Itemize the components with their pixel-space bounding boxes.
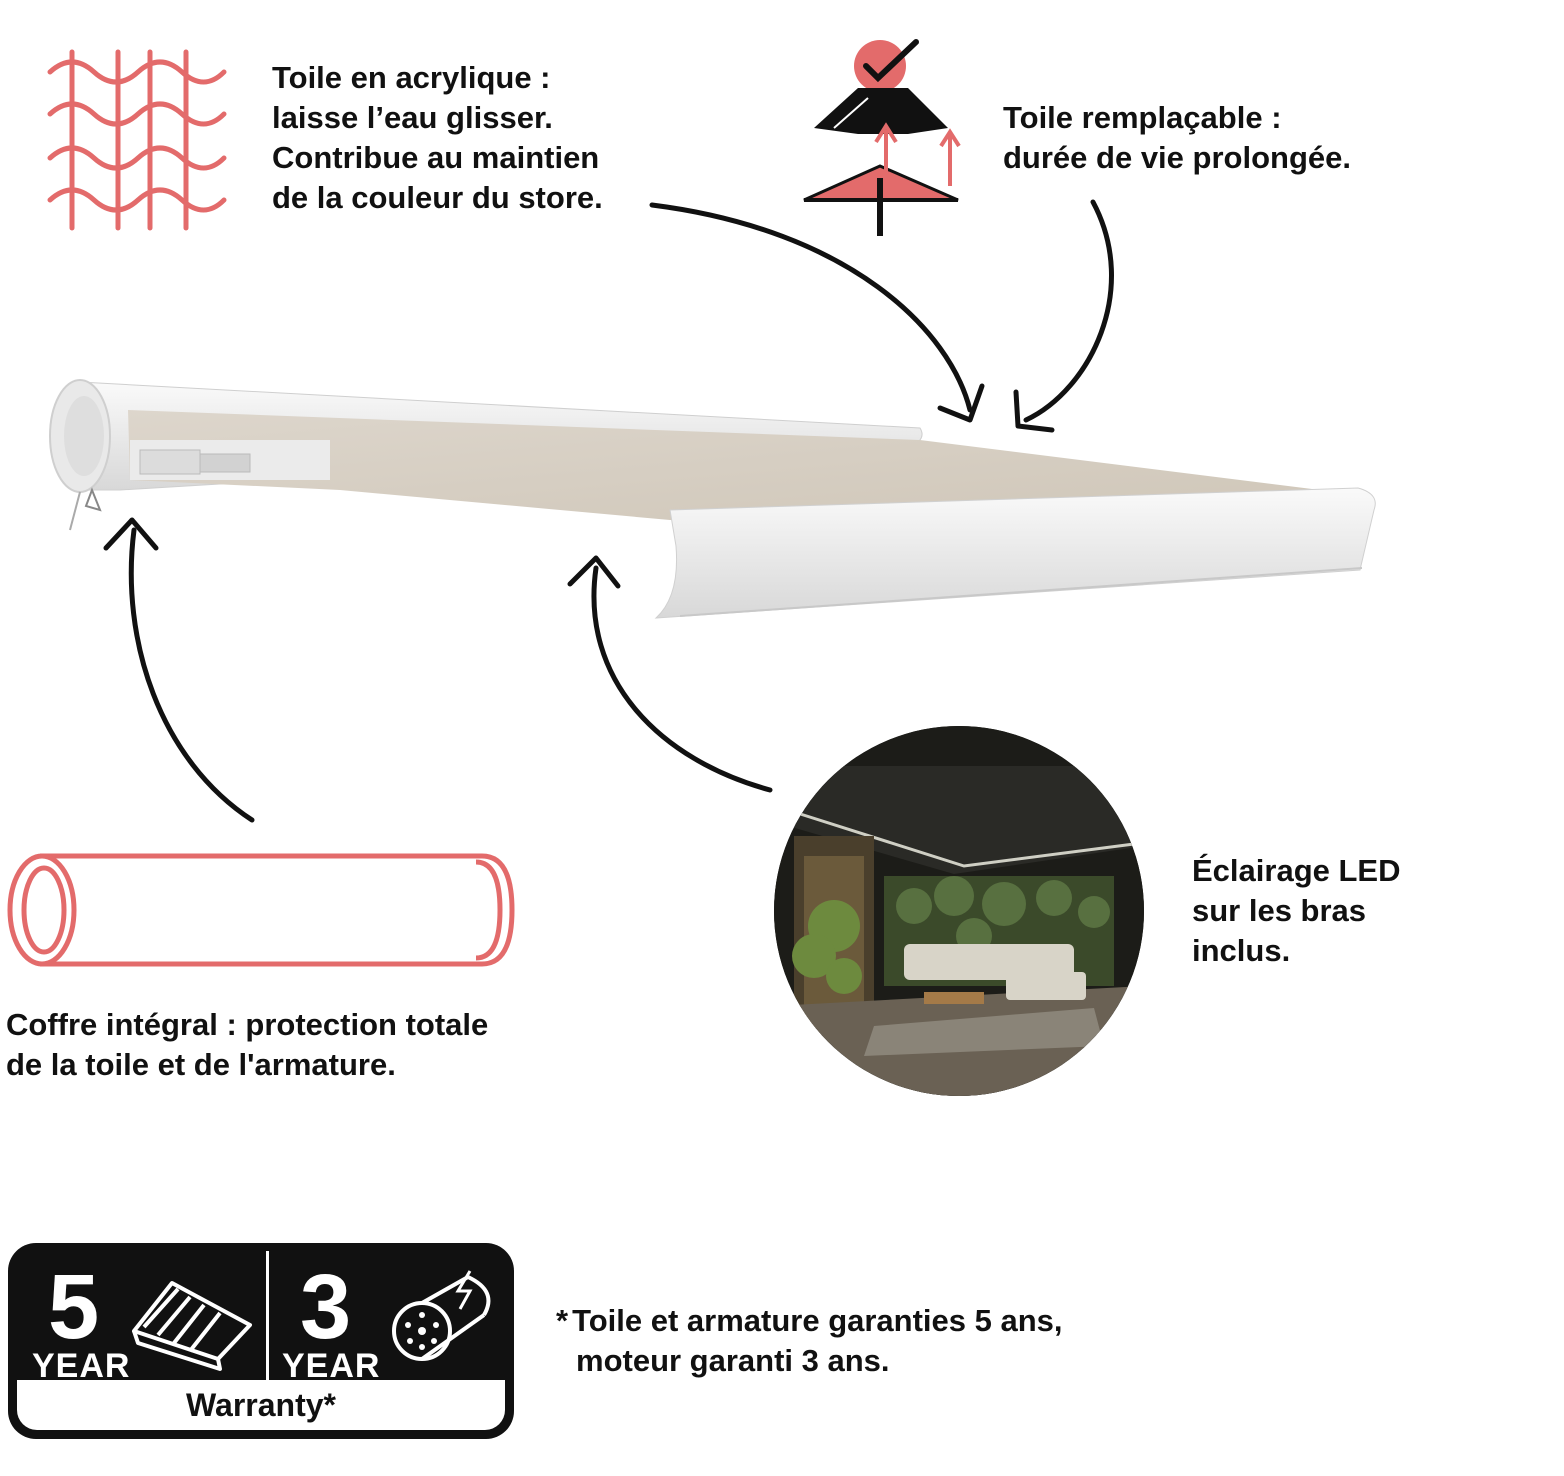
acrylic-line-1: Toile en acrylique : (272, 60, 551, 95)
warranty-left-number: 5 (48, 1256, 100, 1358)
warranty-badge: 5 YEAR 3 YEAR Warranty* (8, 1243, 514, 1439)
warranty-note-text-1: Toile et armature garanties 5 ans, (572, 1303, 1063, 1338)
cassette-line-1: Coffre intégral : protection totale (6, 1007, 489, 1042)
led-line-3: inclus. (1192, 933, 1291, 968)
acrylic-line-3: Contribue au maintien (272, 140, 600, 175)
acrylic-line-2: laisse l’eau glisser. (272, 100, 553, 135)
motor-icon (392, 1270, 491, 1361)
replaceable-line-2: durée de vie prolongée. (1003, 140, 1351, 175)
led-terrace-photo (774, 726, 1144, 1096)
warranty-note-marker: * (556, 1303, 569, 1338)
warranty-right-number: 3 (300, 1256, 352, 1358)
awning-product-image (49, 379, 1376, 619)
warranty-note: *Toile et armature garanties 5 ans, mote… (556, 1301, 1063, 1381)
led-line-1: Éclairage LED (1192, 853, 1401, 888)
full-cassette-icon (7, 853, 515, 967)
fabric-weave-icon (47, 49, 227, 231)
warranty-divider (266, 1251, 269, 1381)
warranty-right-unit: YEAR (282, 1347, 381, 1385)
replaceable-feature-text: Toile remplaçable : durée de vie prolong… (1003, 98, 1351, 178)
warranty-note-line-1: *Toile et armature garanties 5 ans, (556, 1301, 1063, 1341)
led-feature-text: Éclairage LED sur les bras inclus. (1192, 851, 1400, 971)
cassette-feature-text: Coffre intégral : protection totale de l… (6, 1005, 488, 1085)
acrylic-feature-text: Toile en acrylique : laisse l’eau glisse… (272, 58, 603, 218)
warranty-left-unit: YEAR (32, 1347, 131, 1385)
replaceable-line-1: Toile remplaçable : (1003, 100, 1282, 135)
cassette-line-2: de la toile et de l'armature. (6, 1047, 396, 1082)
warranty-note-line-2: moteur garanti 3 ans. (576, 1343, 890, 1378)
led-line-2: sur les bras (1192, 893, 1367, 928)
awning-icon (132, 1281, 252, 1371)
warranty-footer: Warranty* (17, 1380, 505, 1430)
acrylic-line-4: de la couleur du store. (272, 180, 603, 215)
replaceable-canvas-icon (803, 39, 961, 236)
